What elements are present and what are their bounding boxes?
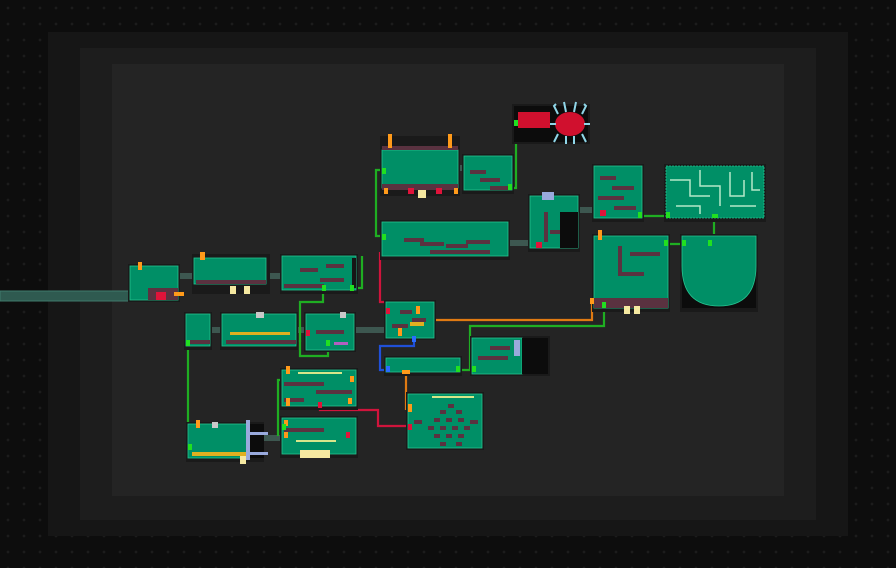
southwest-room[interactable] <box>186 420 268 464</box>
crab-boss-icon[interactable] <box>550 101 590 144</box>
green-link <box>298 288 325 342</box>
long-gallery[interactable] <box>380 220 510 260</box>
treasure-pile <box>428 404 470 446</box>
east-shaft[interactable] <box>470 336 550 376</box>
south-corridor[interactable] <box>384 356 462 376</box>
cross-hub[interactable] <box>384 300 436 342</box>
north-tower[interactable] <box>528 192 580 252</box>
boss-chamber[interactable] <box>512 101 590 144</box>
upper-east-room[interactable] <box>462 154 514 194</box>
treasure-room[interactable] <box>406 392 484 450</box>
green-link <box>456 306 606 372</box>
upper-hall[interactable] <box>380 134 460 198</box>
middle-south-room[interactable] <box>280 366 358 410</box>
west-hall[interactable] <box>192 252 270 294</box>
item-pickup-icon[interactable] <box>230 286 236 294</box>
item-pickup-icon[interactable] <box>634 306 640 314</box>
maze-room[interactable] <box>664 164 766 222</box>
red-link <box>378 252 384 304</box>
lower-west-hall[interactable] <box>220 312 298 350</box>
item-pickup-icon[interactable] <box>418 190 426 198</box>
lower-west-room[interactable] <box>184 312 212 350</box>
item-pickup-icon[interactable] <box>240 456 246 464</box>
item-pickup-icon[interactable] <box>300 450 330 458</box>
item-pickup-icon[interactable] <box>624 306 630 314</box>
entry-corridor <box>0 290 131 302</box>
south-lower-room[interactable] <box>280 416 358 458</box>
lower-center-room[interactable] <box>304 312 356 352</box>
blue-link <box>378 336 416 372</box>
item-pickup-icon[interactable] <box>244 286 250 294</box>
entry-room[interactable] <box>128 262 184 302</box>
dome-room[interactable] <box>680 234 758 312</box>
east-vault[interactable] <box>592 164 644 222</box>
basin-room[interactable] <box>590 230 670 314</box>
west-gallery[interactable] <box>280 254 358 294</box>
orange-link <box>434 302 594 322</box>
